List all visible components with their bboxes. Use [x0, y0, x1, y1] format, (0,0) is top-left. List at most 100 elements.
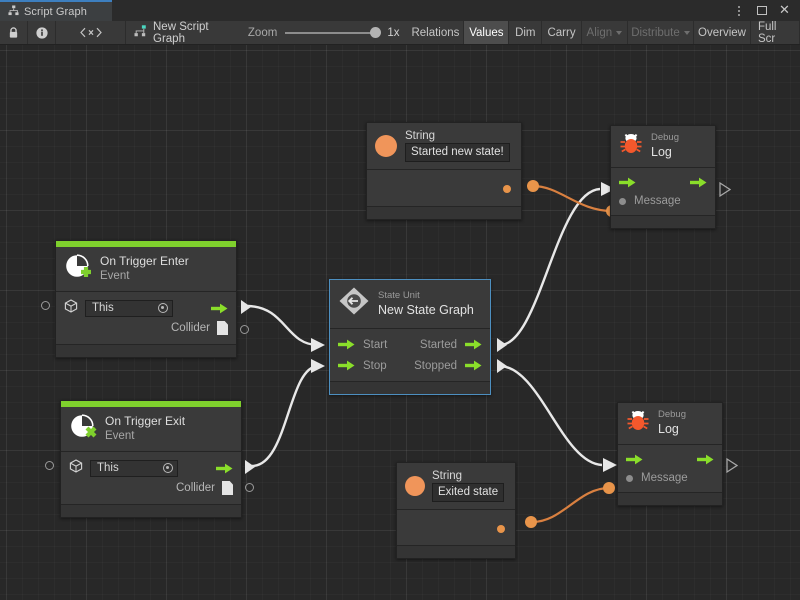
output-label-started: Started — [419, 338, 457, 351]
string-value-field[interactable]: Exited state — [432, 483, 505, 502]
graph-canvas[interactable]: String Started new state! — [0, 45, 800, 600]
tab-label: Script Graph — [24, 5, 87, 18]
flow-output-port[interactable] — [216, 463, 233, 474]
node-header: Debug Log — [618, 403, 722, 444]
node-body: This Collider — [56, 292, 236, 344]
code-brackets-icon[interactable] — [56, 21, 126, 44]
value-in-marker-enter[interactable] — [41, 301, 50, 310]
object-picker-icon[interactable] — [163, 463, 173, 473]
close-icon[interactable]: ✕ — [779, 3, 790, 18]
toolbar-button-distribute[interactable]: Distribute — [627, 21, 695, 44]
value-in-marker-exit[interactable] — [45, 461, 54, 470]
input-label-start: Start — [363, 338, 388, 351]
node-header: State Unit New State Graph — [330, 280, 490, 328]
flow-out-marker-debug-bottom[interactable] — [726, 457, 739, 478]
collider-doc-icon[interactable] — [222, 481, 233, 495]
node-header: Debug Log — [611, 126, 715, 167]
node-debug-log-bottom[interactable]: Debug Log Message — [617, 402, 723, 506]
lock-icon[interactable] — [0, 21, 28, 44]
object-picker-icon[interactable] — [158, 303, 168, 313]
target-dropdown[interactable]: This — [85, 299, 173, 317]
tab-script-graph[interactable]: Script Graph — [0, 0, 112, 21]
value-output-port[interactable] — [503, 185, 511, 193]
string-value-field[interactable]: Started new state! — [405, 143, 510, 162]
message-input-port[interactable] — [626, 474, 633, 482]
window-tab-bar: Script Graph ✕ — [0, 0, 800, 21]
start-row: Start Started — [338, 334, 482, 355]
string-value-icon — [405, 475, 425, 496]
flow-out-marker-stopped[interactable] — [497, 359, 507, 373]
graph-name-field[interactable]: New Script Graph — [126, 21, 240, 45]
info-icon[interactable] — [28, 21, 56, 44]
flow-input-port-start[interactable] — [338, 339, 355, 350]
divider — [611, 167, 715, 168]
flow-output-port[interactable] — [690, 177, 707, 188]
value-output-port[interactable] — [497, 525, 505, 533]
divider — [367, 169, 521, 170]
zoom-control[interactable]: Zoom 1x — [240, 21, 408, 44]
flow-out-marker-enter[interactable] — [241, 300, 251, 314]
node-debug-log-top[interactable]: Debug Log Message — [610, 125, 716, 229]
node-subtitle: Log — [651, 145, 672, 159]
flow-input-port[interactable] — [619, 177, 636, 188]
collider-doc-icon[interactable] — [217, 321, 228, 335]
toolbar-button-dim[interactable]: Dim — [509, 21, 543, 44]
zoom-slider[interactable] — [285, 26, 382, 38]
message-row: Message — [626, 468, 714, 488]
graph-icon — [8, 3, 19, 21]
node-title: Debug — [658, 409, 686, 420]
flow-output-port-started[interactable] — [465, 339, 482, 350]
value-out-marker-exit[interactable] — [245, 483, 254, 492]
flow-input-port-stop[interactable] — [338, 360, 355, 371]
node-header: On Trigger Exit Event — [61, 407, 241, 451]
event-enter-icon — [64, 253, 92, 284]
message-row: Message — [619, 191, 707, 211]
divider — [330, 328, 490, 329]
graph-toolbar: New Script Graph Zoom 1x Relations Value… — [0, 21, 800, 45]
toolbar-button-values[interactable]: Values — [464, 21, 510, 44]
flow-out-marker-exit[interactable] — [245, 460, 255, 474]
zoom-slider-knob[interactable] — [370, 26, 382, 38]
flow-row — [619, 174, 707, 191]
node-title: String — [432, 470, 463, 482]
flow-output-port[interactable] — [211, 303, 228, 314]
collider-row: Collider — [64, 318, 228, 338]
toolbar-button-fullscreen[interactable]: Full Scr — [750, 21, 800, 45]
node-state-unit[interactable]: State Unit New State Graph Start Started — [329, 279, 491, 395]
flow-out-marker-started[interactable] — [497, 338, 507, 352]
node-on-trigger-enter[interactable]: On Trigger Enter Event — [55, 240, 237, 358]
flow-out-marker-debug-top[interactable] — [719, 181, 732, 202]
collider-label: Collider — [176, 482, 215, 494]
maximize-icon[interactable] — [755, 4, 768, 18]
message-label: Message — [634, 195, 681, 207]
flow-output-port-stopped[interactable] — [465, 360, 482, 371]
toolbar-button-overview[interactable]: Overview — [694, 21, 751, 44]
collider-label: Collider — [171, 322, 210, 334]
value-out-marker-enter[interactable] — [240, 325, 249, 334]
target-dropdown[interactable]: This — [90, 459, 178, 477]
flow-output-port[interactable] — [697, 454, 714, 465]
toolbar-button-align[interactable]: Align — [581, 21, 628, 44]
message-label: Message — [641, 472, 688, 484]
toolbar-button-relations[interactable]: Relations — [407, 21, 465, 44]
node-body: This Collider — [61, 452, 241, 504]
message-input-port[interactable] — [619, 197, 626, 205]
tab-bar-empty-area — [112, 0, 732, 21]
node-header: On Trigger Enter Event — [56, 247, 236, 291]
kebab-icon[interactable] — [732, 4, 745, 18]
node-string-bottom[interactable]: String Exited state — [396, 462, 516, 559]
node-subtitle: New State Graph — [378, 302, 474, 317]
zoom-value: 1x — [387, 26, 400, 39]
node-on-trigger-exit[interactable]: On Trigger Exit Event T — [60, 400, 242, 518]
node-string-top[interactable]: String Started new state! — [366, 122, 522, 220]
node-footer — [56, 344, 236, 357]
node-title: On Trigger Exit — [105, 413, 186, 428]
target-value: This — [92, 302, 114, 314]
toolbar-button-carry[interactable]: Carry — [542, 21, 582, 44]
node-footer — [367, 206, 521, 219]
state-unit-icon — [338, 286, 370, 321]
stop-row: Stop Stopped — [338, 355, 482, 376]
node-title: State Unit — [378, 289, 420, 301]
divider — [618, 444, 722, 445]
flow-input-port[interactable] — [626, 454, 643, 465]
